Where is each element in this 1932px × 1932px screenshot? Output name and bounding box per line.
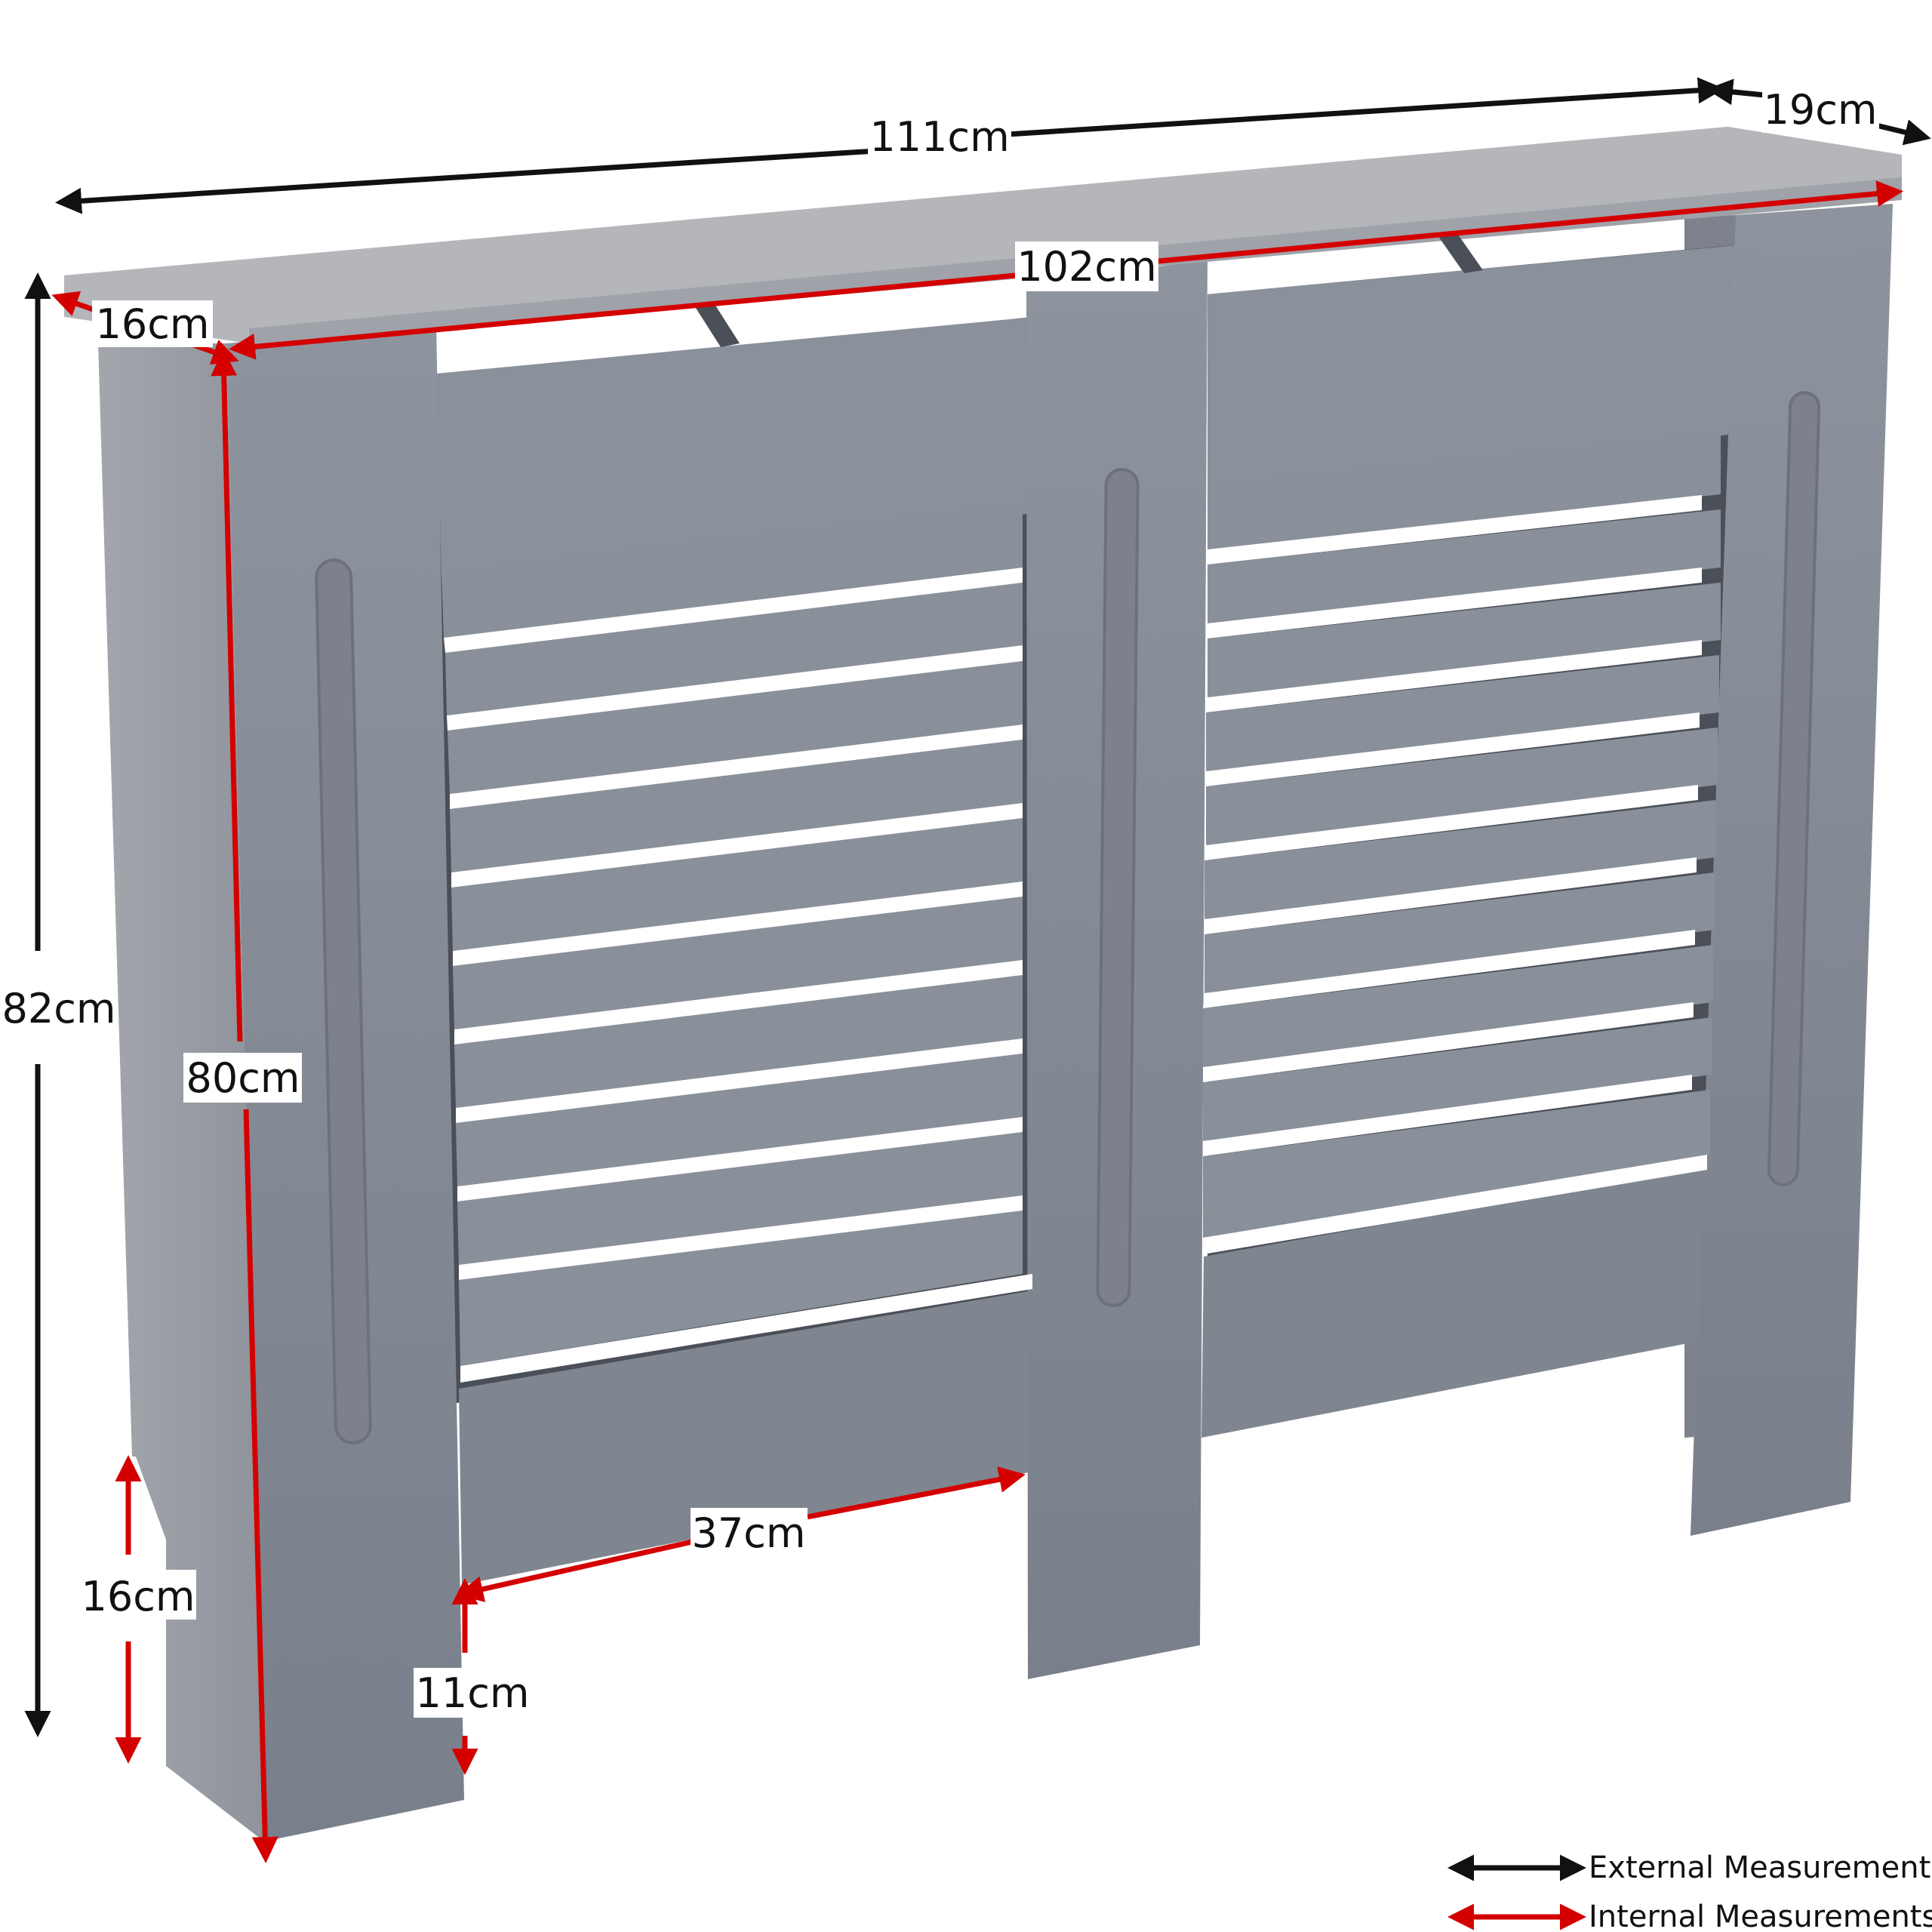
depth-top-arrow-right [1872,119,1931,146]
width-internal-label: 102cm [1017,243,1156,291]
left-post-groove [315,558,372,1444]
depth-top-label: 19cm [1763,86,1877,134]
left-top-rail [436,317,1034,577]
left-slat-gaps [444,568,1032,1383]
width-internal-arrow-right [1158,180,1903,264]
depth-top-arrow-left [1706,78,1765,106]
legend-internal-label: Internal Measurements [1589,1900,1932,1932]
height-internal-label: 80cm [186,1054,300,1102]
foot-height-label: 16cm [81,1573,195,1620]
width-external-arrow-right [1007,77,1724,137]
right-shelf-bracket [1438,232,1483,273]
external-dimensions [24,77,1931,1737]
panel-width-label: 37cm [691,1509,805,1557]
panel-clearance-label: 11cm [415,1669,529,1717]
legend: External Measurements Internal Measureme… [1447,1850,1932,1932]
right-top-rail [1208,245,1736,491]
center-post-groove [1096,468,1140,1307]
width-external-arrow-left [55,148,876,214]
radiator-cabinet [64,127,1902,1841]
width-internal-arrow-left [229,272,1016,360]
right-slat-gaps [1203,495,1707,1254]
legend-external-label: External Measurements [1589,1850,1932,1885]
right-slats [1203,434,1721,1238]
panel-width-arrow-left [457,1537,703,1602]
right-bottom-rail [1201,1166,1709,1438]
depth-side-label: 16cm [95,300,209,348]
left-slats [441,504,1023,1366]
panel-width-arrow-right [807,1466,1026,1520]
width-external-label: 111cm [869,113,1009,161]
height-internal-arrow-top [211,349,243,1042]
height-internal-arrow-bottom [243,1109,278,1863]
height-external-label: 82cm [2,985,115,1032]
right-post-groove [1767,391,1821,1186]
left-shelf-bracket [694,302,740,347]
top-shelf [64,127,1902,343]
internal-dimensions [51,180,1903,1863]
dimension-labels: 111cm 19cm 102cm 16cm 82cm 80cm 16cm 37c… [2,83,1879,1718]
left-bottom-rail [459,1291,1032,1585]
